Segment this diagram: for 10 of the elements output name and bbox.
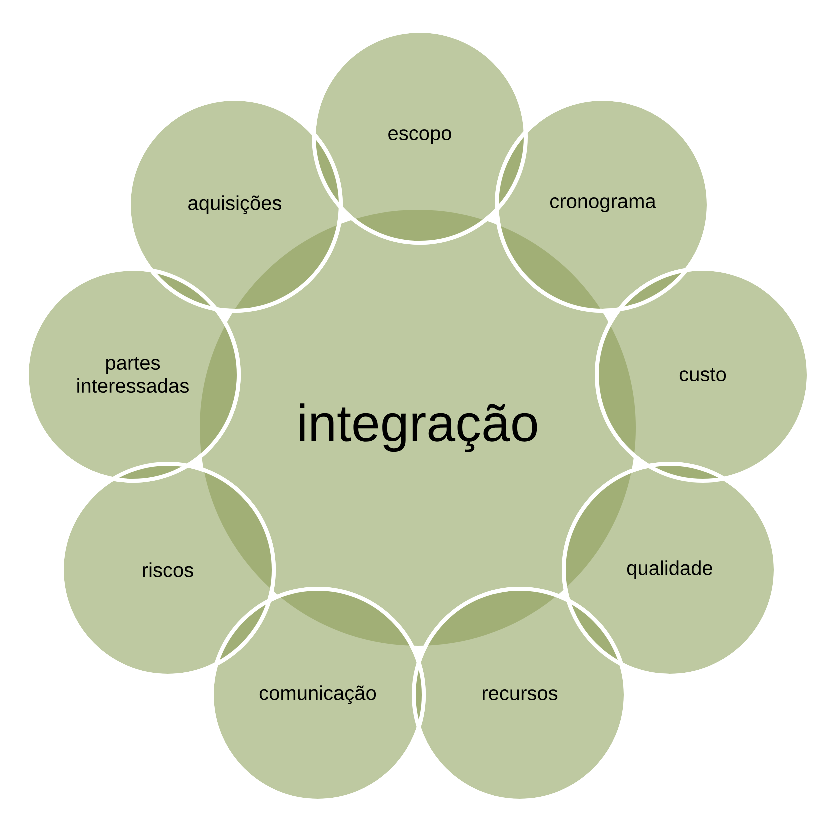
circle-label: escopo (388, 130, 452, 144)
circle-label: riscos (143, 562, 194, 578)
center-label: integração (300, 404, 538, 452)
circle-label: recursos (483, 690, 558, 700)
circle-label: qualidade (627, 560, 712, 580)
circle-label: comunicação (260, 686, 376, 704)
circle-label: custo (680, 368, 726, 382)
circle-label: aquisições (188, 196, 282, 214)
circle-label: cronograma (550, 198, 656, 212)
circle-label: partes interessadas (78, 356, 189, 394)
